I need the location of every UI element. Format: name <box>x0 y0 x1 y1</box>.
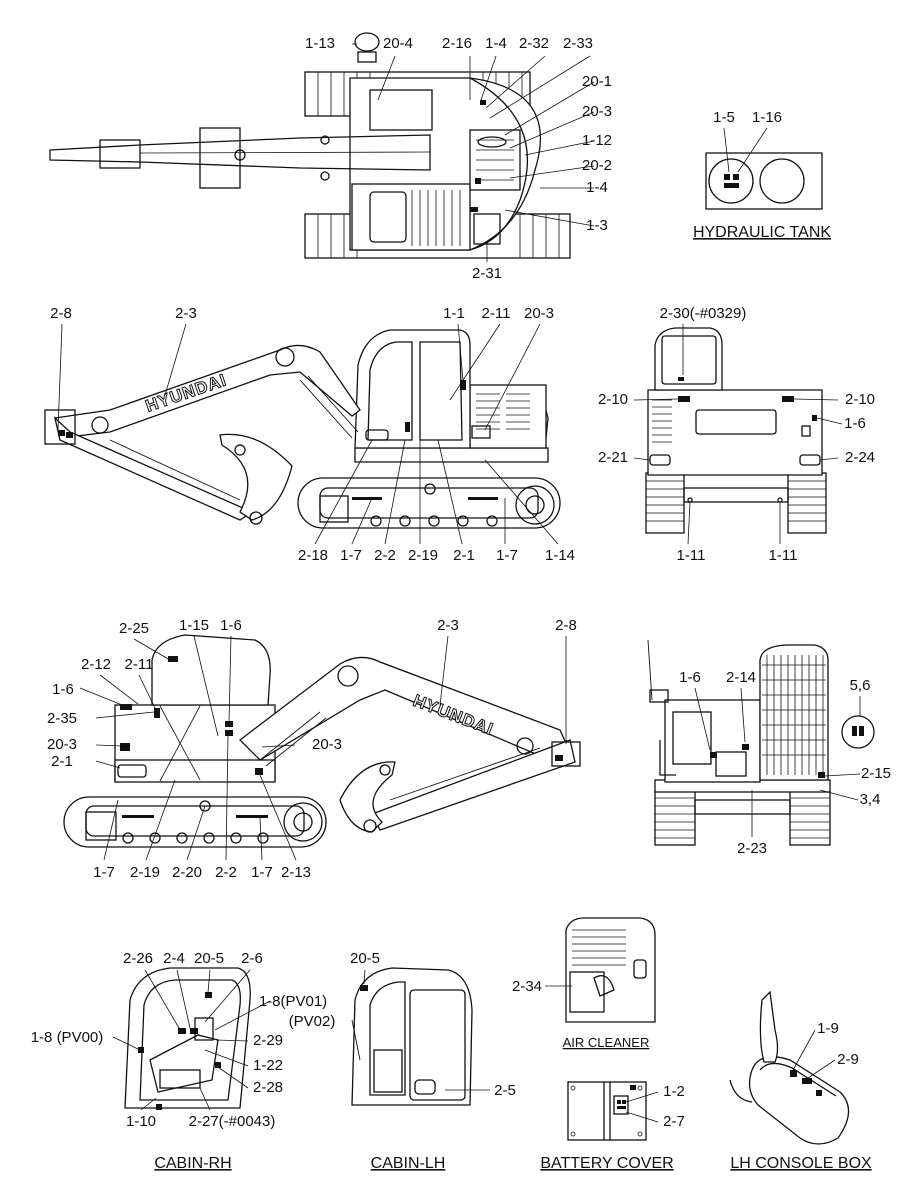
callout-label-front: 3,4 <box>860 791 881 808</box>
callout-label-top: 20-3 <box>582 103 612 120</box>
callout-label-cabin-rh: 2-28 <box>253 1079 283 1096</box>
callout-label-top: 2-31 <box>472 265 502 282</box>
callout-label-cabin-rh: 1-8(PV01) <box>259 993 327 1010</box>
lh-console-box-drawing <box>729 990 850 1145</box>
callout-label-top: 2-32 <box>519 35 549 52</box>
callout-label-top: 1-4 <box>586 179 608 196</box>
callout-label-top: 2-33 <box>563 35 593 52</box>
cabin-lh-drawing <box>351 967 490 1106</box>
callout-label-air-cleaner: 2-34 <box>512 978 542 995</box>
callout-label-front: 2-23 <box>737 840 767 857</box>
callout-label-front: 5,6 <box>850 677 871 694</box>
rear-view-drawing <box>633 324 843 545</box>
callout-label-front: 2-15 <box>861 765 891 782</box>
callout-label-rear: 2-21 <box>598 449 628 466</box>
right-side-view-drawing: HYUNDAI <box>63 634 581 861</box>
callout-label-cabin-rh: 2-29 <box>253 1032 283 1049</box>
callout-label-left-side: 1-7 <box>496 547 518 564</box>
callout-label-top: 1-3 <box>586 217 608 234</box>
callout-label-left-side: 1-14 <box>545 547 575 564</box>
callout-label-right-side: 1-6 <box>52 681 74 698</box>
callout-label-top: 1-4 <box>485 35 507 52</box>
callout-label-right-side: 2-11 <box>125 656 154 673</box>
callout-label-lh-console-box: 2-9 <box>837 1051 859 1068</box>
callout-label-right-side: 20-3 <box>47 736 77 753</box>
callout-label-right-side: 2-8 <box>555 617 577 634</box>
callout-label-front: 1-6 <box>679 669 701 686</box>
callout-label-right-side: 2-20 <box>172 864 202 881</box>
callout-label-hydraulic-tank: 1-16 <box>752 109 782 126</box>
callout-label-cabin-rh: 2-6 <box>241 950 263 967</box>
callout-label-rear: 2-10 <box>598 391 628 408</box>
callout-label-cabin-rh: 1-10 <box>126 1113 156 1130</box>
callout-label-right-side: 1-15 <box>179 617 209 634</box>
callout-label-left-side: 1-1 <box>443 305 465 322</box>
title-cabin-lh: CABIN-LH <box>371 1155 446 1172</box>
callout-label-left-side: 2-3 <box>175 305 197 322</box>
callout-label-right-side: 2-2 <box>215 864 237 881</box>
callout-label-cabin-rh: 1-8 (PV00) <box>31 1029 104 1046</box>
callout-label-cabin-rh: 1-22 <box>253 1057 283 1074</box>
cabin-rh-drawing <box>112 967 271 1111</box>
callout-label-left-side: 2-11 <box>482 305 511 322</box>
callout-label-right-side: 2-19 <box>130 864 160 881</box>
callout-label-right-side: 2-35 <box>47 710 77 727</box>
callout-label-left-side: 1-7 <box>340 547 362 564</box>
callout-label-hydraulic-tank: 1-5 <box>713 109 735 126</box>
callout-label-cabin-rh: 2-26 <box>123 950 153 967</box>
callout-label-top: 20-4 <box>383 35 413 52</box>
callout-label-left-side: 2-1 <box>453 547 475 564</box>
callout-label-battery-cover: 1-2 <box>663 1083 685 1100</box>
air-cleaner-drawing <box>545 917 656 1023</box>
callout-label-top: 1-13 <box>305 35 335 52</box>
callout-label-front: 2-14 <box>726 669 756 686</box>
callout-label-right-side: 2-12 <box>81 656 111 673</box>
callout-label-cabin-rh: 20-5 <box>194 950 224 967</box>
title-lh-console-box: LH CONSOLE BOX <box>730 1155 872 1172</box>
callout-label-rear: 2-30(-#0329) <box>660 305 747 322</box>
title-air-cleaner: AIR CLEANER <box>563 1035 650 1050</box>
hydraulic-tank-drawing <box>705 127 823 210</box>
callout-label-cabin-rh: 2-27(-#0043) <box>189 1113 276 1130</box>
battery-cover-drawing <box>567 1081 659 1141</box>
callout-label-cabin-lh: 20-5 <box>350 950 380 967</box>
callout-label-lh-console-box: 1-9 <box>817 1020 839 1037</box>
title-cabin-rh: CABIN-RH <box>154 1155 231 1172</box>
title-hydraulic-tank: HYDRAULIC TANK <box>693 224 831 241</box>
callout-label-left-side: 2-8 <box>50 305 72 322</box>
callout-label-right-side: 1-7 <box>93 864 115 881</box>
callout-label-right-side: 2-3 <box>437 617 459 634</box>
callout-label-right-side: 2-25 <box>119 620 149 637</box>
part-number-labels: 1-13 20-4 2-16 1-4 2-32 2-33 20-1 20-3 1-12 20-2 1… <box>31 35 891 1130</box>
callout-label-right-side: 2-13 <box>281 864 311 881</box>
callout-label-left-side: 2-18 <box>298 547 328 564</box>
callout-label-top: 2-16 <box>442 35 472 52</box>
callout-label-battery-cover: 2-7 <box>663 1113 685 1130</box>
view-titles: HYDRAULIC TANK CABIN-RH CABIN-LH AIR CLE… <box>154 224 872 1172</box>
top-view-drawing <box>49 32 595 262</box>
callout-label-right-side: 1-6 <box>220 617 242 634</box>
callout-label-right-side: 2-1 <box>51 753 73 770</box>
callout-label-cabin-rh: (PV02) <box>289 1013 336 1030</box>
callout-label-rear: 2-10 <box>845 391 875 408</box>
callout-label-top: 1-12 <box>582 132 612 149</box>
callout-label-cabin-rh: 2-4 <box>163 950 185 967</box>
callout-label-left-side: 2-2 <box>374 547 396 564</box>
left-side-view-drawing: HYUNDAI <box>44 323 561 545</box>
callout-label-left-side: 20-3 <box>524 305 554 322</box>
callout-label-rear: 2-24 <box>845 449 875 466</box>
callout-label-top: 20-1 <box>582 73 612 90</box>
callout-label-cabin-lh: 2-5 <box>494 1082 516 1099</box>
callout-label-right-side: 1-7 <box>251 864 273 881</box>
callout-label-left-side: 2-19 <box>408 547 438 564</box>
callout-label-rear: 1-6 <box>844 415 866 432</box>
callout-label-right-side: 20-3 <box>312 736 342 753</box>
callout-label-rear: 1-11 <box>769 547 798 564</box>
callout-label-rear: 1-11 <box>677 547 706 564</box>
title-battery-cover: BATTERY COVER <box>540 1155 673 1172</box>
front-view-drawing <box>647 639 875 846</box>
callout-label-top: 20-2 <box>582 157 612 174</box>
